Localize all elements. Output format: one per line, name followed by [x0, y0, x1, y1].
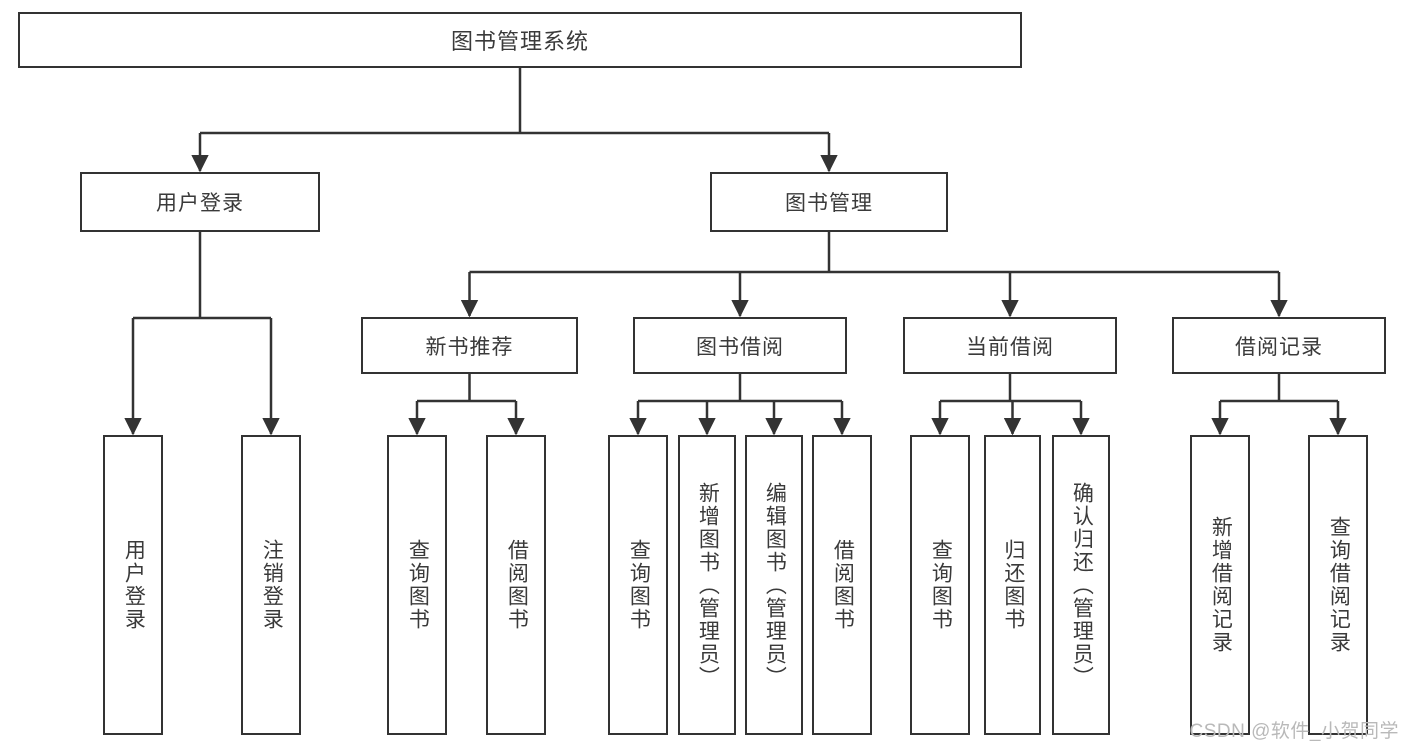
- node-book-borrow[interactable]: 图书借阅: [633, 317, 847, 374]
- node-label: 用户登录: [122, 539, 146, 631]
- node-book-manage[interactable]: 图书管理: [710, 172, 948, 232]
- node-current-borrow[interactable]: 当前借阅: [903, 317, 1117, 374]
- node-root[interactable]: 图书管理系统: [18, 12, 1022, 68]
- node-label: 查询借阅记录: [1327, 516, 1351, 654]
- node-new-book-rec[interactable]: 新书推荐: [361, 317, 578, 374]
- node-label: 查询图书: [627, 539, 651, 631]
- node-label: 新增借阅记录: [1209, 516, 1233, 654]
- node-label: 借阅记录: [1235, 335, 1323, 359]
- node-leaf-borrow-1[interactable]: 借阅图书: [486, 435, 546, 735]
- node-leaf-borrow-2[interactable]: 借阅图书: [812, 435, 872, 735]
- node-label: 图书管理系统: [450, 29, 589, 54]
- node-user-login[interactable]: 用户登录: [80, 172, 320, 232]
- node-label: 查询图书: [406, 539, 430, 631]
- node-label: 确认归还（管理员）: [1070, 481, 1094, 689]
- node-leaf-query-2[interactable]: 查询图书: [608, 435, 668, 735]
- node-label: 图书借阅: [696, 335, 784, 359]
- node-leaf-return[interactable]: 归还图书: [984, 435, 1041, 735]
- node-label: 借阅图书: [831, 539, 855, 631]
- node-label: 用户登录: [156, 192, 244, 215]
- node-leaf-user-login[interactable]: 用户登录: [103, 435, 163, 735]
- node-label: 注销登录: [260, 539, 284, 631]
- node-label: 新增图书（管理员）: [696, 481, 720, 689]
- node-leaf-logout[interactable]: 注销登录: [241, 435, 301, 735]
- node-leaf-query-3[interactable]: 查询图书: [910, 435, 970, 735]
- node-label: 借阅图书: [505, 539, 529, 631]
- node-label: 图书管理: [785, 192, 873, 215]
- node-leaf-add-rec[interactable]: 新增借阅记录: [1190, 435, 1250, 735]
- node-leaf-query-1[interactable]: 查询图书: [387, 435, 447, 735]
- node-label: 当前借阅: [966, 335, 1054, 359]
- node-borrow-record[interactable]: 借阅记录: [1172, 317, 1386, 374]
- node-leaf-edit-book[interactable]: 编辑图书（管理员）: [745, 435, 803, 735]
- node-label: 查询图书: [929, 539, 953, 631]
- node-leaf-confirm[interactable]: 确认归还（管理员）: [1052, 435, 1110, 735]
- node-leaf-add-book[interactable]: 新增图书（管理员）: [678, 435, 736, 735]
- node-label: 编辑图书（管理员）: [763, 481, 787, 689]
- watermark: CSDN @软件_小贺同学: [1189, 721, 1399, 742]
- node-label: 归还图书: [1001, 539, 1025, 631]
- node-leaf-query-rec[interactable]: 查询借阅记录: [1308, 435, 1368, 735]
- node-label: 新书推荐: [425, 335, 514, 359]
